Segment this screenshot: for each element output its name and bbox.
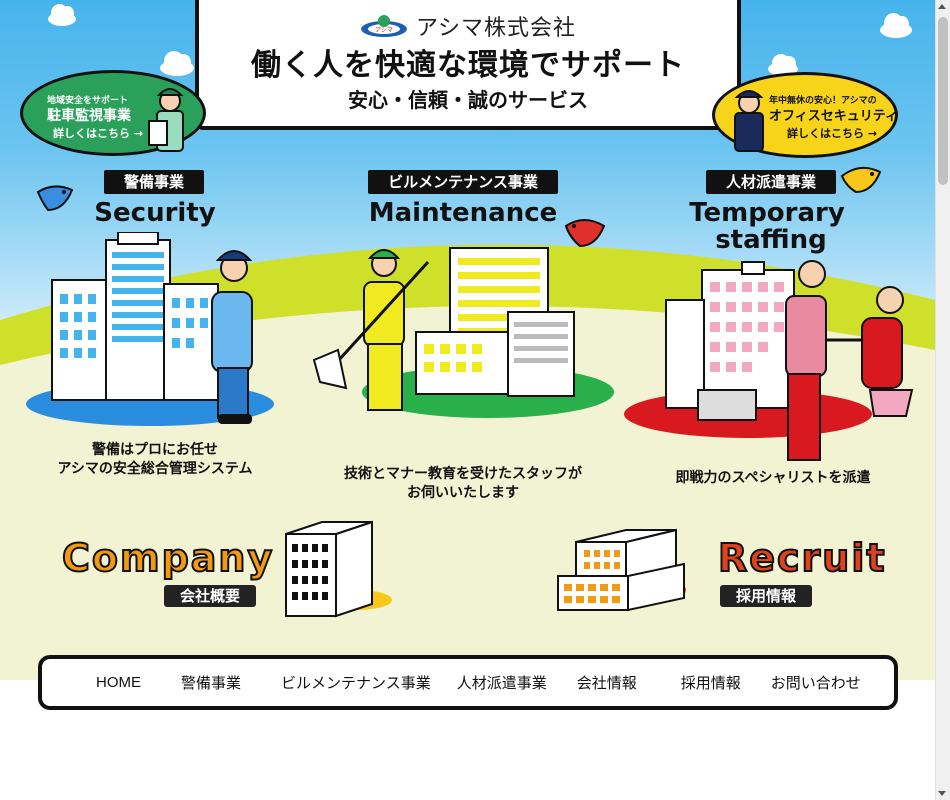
parking-line1: 地域安全をサポート	[47, 96, 129, 106]
office-security-banner[interactable]: 年中無休の安心！アシマの オフィスセキュリティ 詳しくはこちら →	[712, 72, 898, 158]
office-link[interactable]: 詳しくはこちら →	[787, 127, 878, 140]
maintenance-desc-line2: お伺いいたします	[407, 485, 519, 501]
company-sub-label[interactable]: 会社概要	[164, 585, 256, 607]
security-illustration[interactable]	[22, 232, 282, 432]
subline: 安心・信頼・誠のサービス	[348, 88, 588, 112]
company-building-icon[interactable]	[282, 520, 394, 618]
office-line2: オフィスセキュリティ	[769, 109, 898, 124]
blue-bird-icon	[36, 185, 74, 212]
office-line1: 年中無休の安心！アシマの	[769, 96, 877, 106]
main-nav: HOME 警備事業 ビルメンテナンス事業 人材派遣事業 会社情報 採用情報 お問…	[38, 655, 898, 710]
red-bird-icon	[564, 219, 606, 248]
company-logo-icon: アシマ	[360, 15, 407, 37]
maintenance-desc-line1: 技術とマナー教育を受けたスタッフが	[344, 466, 582, 482]
staffing-illustration[interactable]	[622, 256, 922, 470]
cloud	[880, 13, 912, 38]
brand[interactable]: アシマ アシマ株式会社	[199, 10, 737, 42]
staffing-badge[interactable]: 人材派遣事業	[706, 170, 836, 194]
recruit-building-icon[interactable]	[556, 524, 690, 616]
logo-text: アシマ	[375, 27, 393, 34]
header-box: アシマ アシマ株式会社 働く人を快適な環境でサポート 安心・信頼・誠のサービス	[195, 0, 741, 130]
parking-line2: 駐車監視事業	[47, 108, 131, 124]
office-guard-icon	[734, 90, 764, 152]
parking-monitoring-banner[interactable]: 地域安全をサポート 駐車監視事業 詳しくはこちら →	[20, 70, 206, 156]
tagline: 働く人を快適な環境でサポート	[251, 48, 685, 83]
cloud	[160, 51, 194, 76]
staffing-title-line1[interactable]: Temporary	[689, 198, 845, 228]
security-badge[interactable]: 警備事業	[104, 170, 204, 194]
nav-contact[interactable]: お問い合わせ	[770, 675, 861, 692]
scroll-thumb[interactable]	[938, 17, 948, 185]
nav-company-info[interactable]: 会社情報	[576, 675, 637, 692]
company-link[interactable]: Company	[61, 535, 275, 581]
scroll-down-arrow-icon[interactable]	[938, 791, 946, 796]
nav-recruit[interactable]: 採用情報	[680, 675, 741, 692]
nav-staffing[interactable]: 人材派遣事業	[456, 675, 547, 692]
cloud	[48, 4, 76, 26]
recruit-sub-label[interactable]: 採用情報	[720, 585, 812, 607]
nav-home[interactable]: HOME	[96, 674, 141, 691]
security-desc-line1: 警備はプロにお任せ	[92, 442, 218, 458]
maintenance-illustration[interactable]	[308, 232, 618, 432]
company-name: アシマ株式会社	[415, 16, 577, 41]
maintenance-badge[interactable]: ビルメンテナンス事業	[368, 170, 558, 194]
nav-security[interactable]: 警備事業	[181, 675, 242, 692]
scroll-up-arrow-icon[interactable]	[938, 4, 946, 9]
maintenance-title[interactable]: Maintenance	[368, 198, 558, 228]
vertical-scrollbar[interactable]	[935, 0, 950, 800]
parking-link[interactable]: 詳しくはこちら →	[53, 127, 144, 140]
security-desc-line2: アシマの安全総合管理システム	[57, 461, 253, 477]
parking-guard-icon	[148, 88, 184, 152]
staffing-desc-line1: 即戦力のスペシャリストを派遣	[675, 470, 871, 486]
yellow-bird-icon	[840, 166, 882, 194]
hero-scene: アシマ アシマ株式会社 働く人を快適な環境でサポート 安心・信頼・誠のサービス …	[0, 0, 935, 680]
staffing-title-line2[interactable]: staffing	[715, 225, 827, 255]
nav-maintenance[interactable]: ビルメンテナンス事業	[281, 675, 431, 692]
recruit-link[interactable]: Recruit	[717, 535, 887, 581]
security-title[interactable]: Security	[94, 198, 216, 228]
